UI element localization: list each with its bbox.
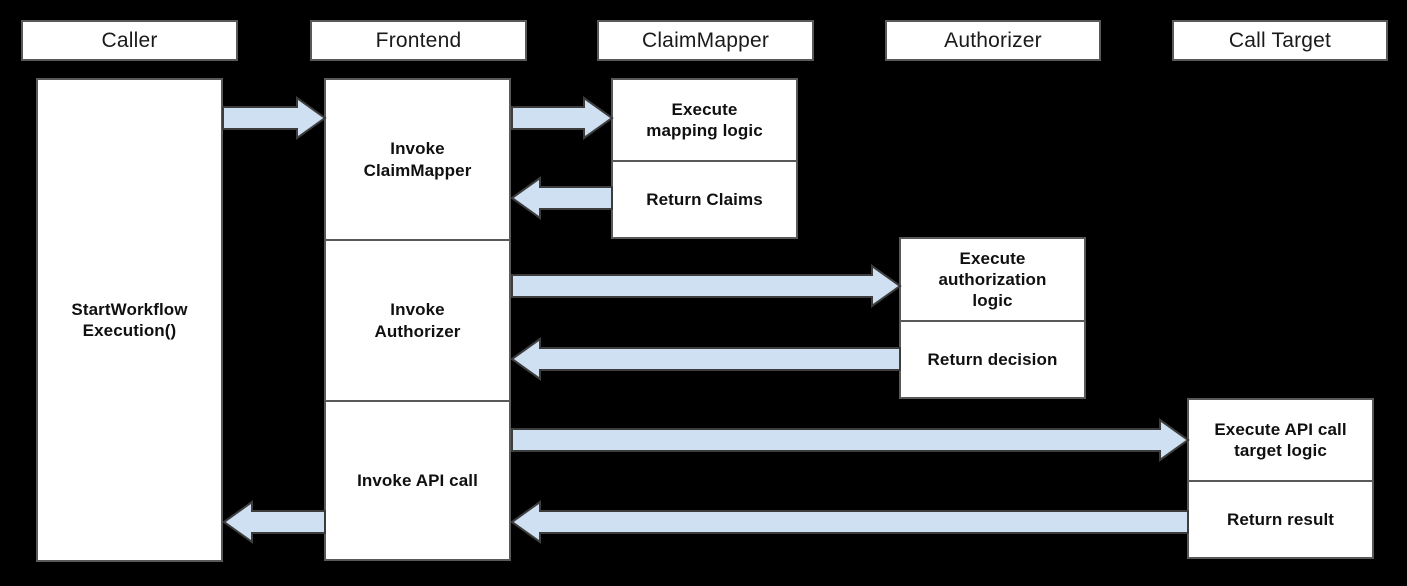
lifeline-header-label: Frontend bbox=[375, 28, 462, 52]
lifeline-header-label: Authorizer bbox=[944, 28, 1042, 52]
lifeline-header-caller[interactable]: Caller bbox=[21, 20, 238, 61]
lifeline-header-authorizer[interactable]: Authorizer bbox=[885, 20, 1101, 61]
step-return-claims[interactable]: Return Claims bbox=[613, 160, 796, 237]
step-invoke-api-call[interactable]: Invoke API call bbox=[326, 400, 509, 559]
arrow-claimmapper-to-frontend bbox=[510, 176, 613, 220]
lifeline-header-frontend[interactable]: Frontend bbox=[310, 20, 527, 61]
arrow-authorizer-to-frontend bbox=[510, 337, 901, 381]
lifeline-header-label: ClaimMapper bbox=[641, 28, 770, 52]
lifeline-header-label: Call Target bbox=[1228, 28, 1332, 52]
step-return-result[interactable]: Return result bbox=[1189, 480, 1372, 557]
lifeline-header-label: Caller bbox=[101, 28, 158, 52]
arrow-frontend-to-claimmapper bbox=[511, 96, 614, 140]
arrow-frontend-to-authorizer bbox=[511, 264, 902, 308]
lifeline-header-calltarget[interactable]: Call Target bbox=[1172, 20, 1388, 61]
arrow-caller-to-frontend bbox=[222, 96, 327, 140]
arrow-calltarget-to-frontend bbox=[510, 500, 1189, 544]
lifeline-header-claimmapper[interactable]: ClaimMapper bbox=[597, 20, 814, 61]
arrow-frontend-to-calltarget bbox=[511, 418, 1190, 462]
arrow-frontend-to-caller bbox=[222, 500, 326, 544]
step-return-decision[interactable]: Return decision bbox=[901, 320, 1084, 397]
